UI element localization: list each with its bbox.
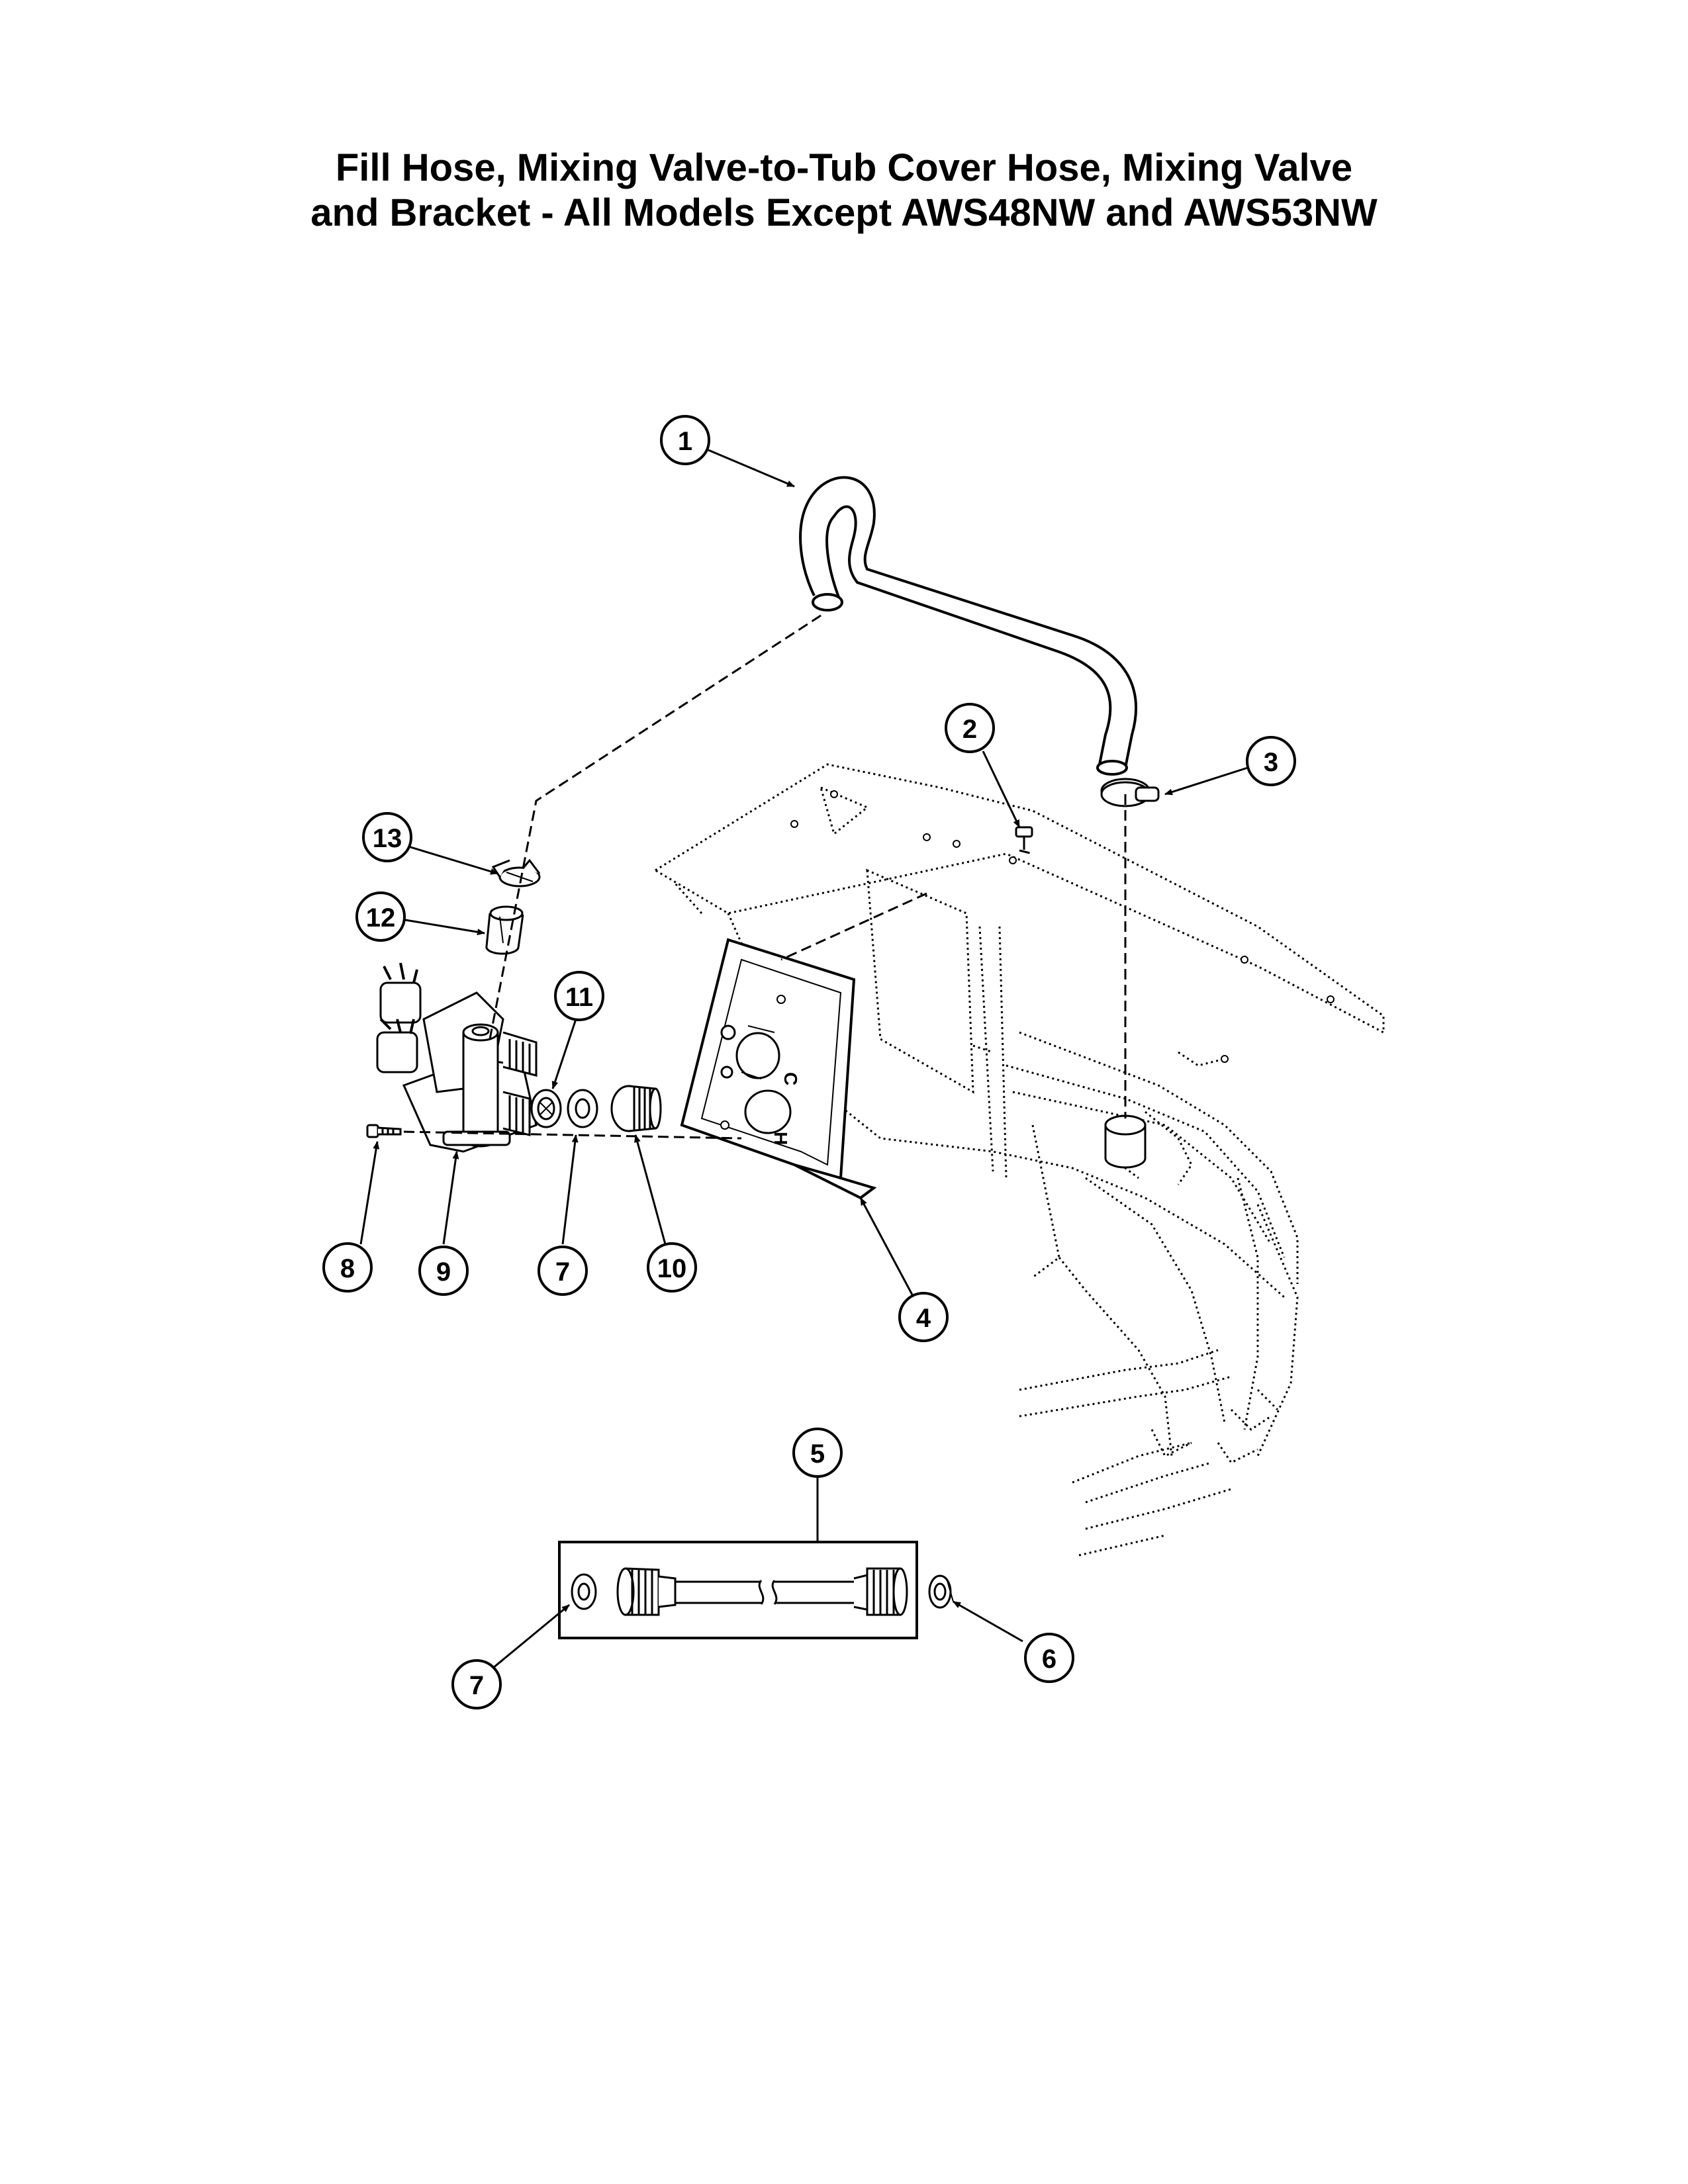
callout-10-text: 10 [657,1254,687,1283]
callout-6: 6 [1024,1633,1074,1683]
callout-7a-text: 7 [555,1257,570,1287]
callout-7b-text: 7 [469,1671,484,1700]
callout-11: 11 [554,971,604,1021]
callout-13: 13 [362,812,412,862]
fill-hose [799,476,1137,776]
callout-6-text: 6 [1042,1645,1056,1674]
callout-12-text: 12 [366,903,396,933]
valve-tube [485,905,524,955]
callout-3: 3 [1246,736,1296,786]
title-line-1: Fill Hose, Mixing Valve-to-Tub Cover Hos… [335,146,1353,189]
washer-upper [567,1089,598,1128]
callout-4: 4 [898,1292,949,1342]
inlet-screen [530,1089,562,1128]
title-line-2: and Bracket - All Models Except AWS48NW … [310,191,1378,234]
valve-bracket [680,938,877,1200]
callout-8-text: 8 [340,1254,355,1283]
callout-10: 10 [647,1242,697,1293]
callout-4-text: 4 [916,1304,931,1333]
valve-clamp [491,858,541,887]
callout-11-text: 11 [565,983,593,1012]
bracket-label-h: H [771,1132,791,1145]
callout-1: 1 [660,415,710,465]
screw-bolt [366,1124,402,1138]
inlet-hose [571,1567,908,1616]
callout-12: 12 [355,891,406,942]
callout-8: 8 [322,1242,373,1293]
screw-small [1015,826,1033,850]
diagram-title: Fill Hose, Mixing Valve-to-Tub Cover Hos… [0,146,1688,236]
leader-lines [359,449,1248,1669]
callout-9-text: 9 [436,1257,451,1287]
callout-5-text: 5 [810,1439,825,1469]
tub-cover-boss [1104,1115,1147,1169]
callout-13-text: 13 [373,824,402,853]
cover-holes [790,790,1335,1063]
hose-screen [928,1574,954,1609]
hose-clamp [1100,778,1160,807]
callout-2: 2 [945,703,995,753]
callout-7a: 7 [538,1246,588,1296]
callout-7b: 7 [451,1659,502,1709]
callouts: 1 2 3 4 5 6 7 7 8 9 10 11 12 13 [322,415,1296,1709]
callout-9: 9 [418,1246,469,1296]
tub-cover [653,763,1385,1557]
callout-3-text: 3 [1264,748,1278,777]
callout-5: 5 [792,1428,843,1478]
bracket-label-c: C [780,1072,801,1085]
hose-nut [610,1085,662,1132]
inlet-hose-box [558,1541,954,1639]
callout-1-text: 1 [678,427,692,456]
mixing-valve [376,962,538,1153]
callout-2-text: 2 [962,715,977,744]
